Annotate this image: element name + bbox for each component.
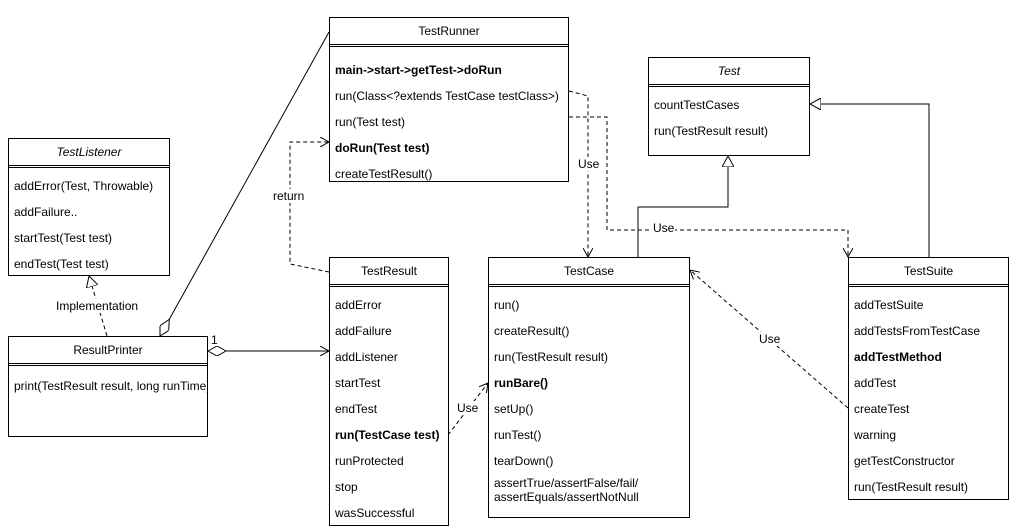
class-member: addTestsFromTestCase <box>854 324 981 338</box>
class-member: addError(Test, Throwable) <box>14 179 154 193</box>
use-runner-suite-line <box>569 116 848 257</box>
class-member: run() <box>494 298 520 312</box>
class-name: TestSuite <box>903 264 954 278</box>
aggregation-runner-printer-line <box>160 31 330 336</box>
class-member: setUp() <box>494 402 534 416</box>
class-member: endTest(Test test) <box>14 257 109 271</box>
class-divider <box>330 44 568 47</box>
class-member: run(TestResult result) <box>494 350 609 364</box>
class-name: Test <box>717 64 741 78</box>
class-member: addTestSuite <box>854 298 924 312</box>
class-member: print(TestResult result, long runTime) <box>14 379 208 393</box>
return-result-runner-line <box>289 142 329 273</box>
class-member: createTest <box>854 402 910 416</box>
class-member: startTest(Test test) <box>14 231 113 245</box>
class-result-printer[interactable]: ResultPrinter print(TestResult result, l… <box>8 336 208 437</box>
class-member: warning <box>854 428 897 442</box>
class-member: wasSuccessful <box>335 506 415 520</box>
class-name: TestRunner <box>418 24 480 38</box>
class-member: run(TestCase test) <box>335 428 440 442</box>
class-divider <box>489 284 689 287</box>
multiplicity-label: 1 <box>211 333 218 347</box>
class-test-result[interactable]: TestResult addError addFailure addListener… <box>329 257 449 526</box>
class-member: run(TestResult result) <box>654 124 769 138</box>
class-name: TestResult <box>360 264 418 278</box>
class-name: TestListener <box>56 145 122 159</box>
class-member: run(Class<?extends TestCase testClass>) <box>335 89 559 103</box>
class-test-case[interactable]: TestCase run() createResult() run(TestResu… <box>488 257 690 518</box>
class-members: run() createResult() run(TestResult result… <box>489 292 689 506</box>
use-result-case-line <box>447 383 488 436</box>
class-member: createTestResult() <box>335 167 433 181</box>
class-member: startTest <box>335 376 381 390</box>
class-member: endTest <box>335 402 378 416</box>
class-member: stop <box>335 480 358 494</box>
class-member: addListener <box>335 350 398 364</box>
class-member: addFailure <box>335 324 392 338</box>
class-member: runTest() <box>494 428 542 442</box>
inheritance-case-test-line <box>637 156 728 257</box>
class-divider <box>9 165 169 168</box>
class-name: TestCase <box>563 264 615 278</box>
class-member: countTestCases <box>654 98 740 112</box>
class-divider <box>849 284 1008 287</box>
class-member: main->start->getTest->doRun <box>335 63 502 77</box>
class-member: run(TestResult result) <box>854 480 969 494</box>
use-label-suite-case: Use <box>758 332 782 346</box>
class-member: runBare() <box>494 376 549 390</box>
use-label-result-case: Use <box>456 401 480 415</box>
return-label: return <box>272 189 306 203</box>
class-members: print(TestResult result, long runTime) <box>9 373 207 399</box>
class-member: getTestConstructor <box>854 454 955 468</box>
class-test-listener[interactable]: TestListener addError(Test, Throwable)ad… <box>8 138 170 276</box>
class-member: addTestMethod <box>854 350 942 364</box>
class-members: addError addFailure addListener startTest en… <box>330 292 448 525</box>
class-test-runner[interactable]: TestRunner main->start->getTest->doRun ru… <box>329 17 569 182</box>
class-member: doRun(Test test) <box>335 141 430 155</box>
class-divider <box>330 284 448 287</box>
class-members: addError(Test, Throwable) addFailure.. sta… <box>9 173 169 275</box>
class-member: createResult() <box>494 324 570 338</box>
use-runner-case-line <box>568 90 588 257</box>
class-members: addTestSuite addTestsFromTestCase addTestM… <box>849 292 1008 499</box>
class-name: ResultPrinter <box>73 343 143 357</box>
class-member: addError <box>335 298 382 312</box>
class-divider <box>9 363 207 366</box>
class-divider <box>649 84 809 87</box>
class-members: main->start->getTest->doRun run(Class<?ex… <box>330 57 568 181</box>
class-member: addFailure.. <box>14 205 78 219</box>
class-member: tearDown() <box>494 454 554 468</box>
class-members: countTestCases run(TestResult result) <box>649 92 809 144</box>
class-member: addTest <box>854 376 897 390</box>
class-member: run(Test test) <box>335 115 406 129</box>
class-member: assertTrue/assertFalse/fail/ assertEqual… <box>494 476 639 504</box>
class-test[interactable]: Test countTestCases run(TestResult result… <box>648 57 810 156</box>
class-test-suite[interactable]: TestSuite addTestSuite addTestsFromTestCa… <box>848 257 1009 500</box>
use-label-runner-case: Use <box>577 157 601 171</box>
class-member: runProtected <box>335 454 404 468</box>
implementation-label: Implementation <box>55 299 140 313</box>
use-label-runner-suite: Use <box>652 221 676 235</box>
inheritance-suite-test-line <box>810 104 930 257</box>
